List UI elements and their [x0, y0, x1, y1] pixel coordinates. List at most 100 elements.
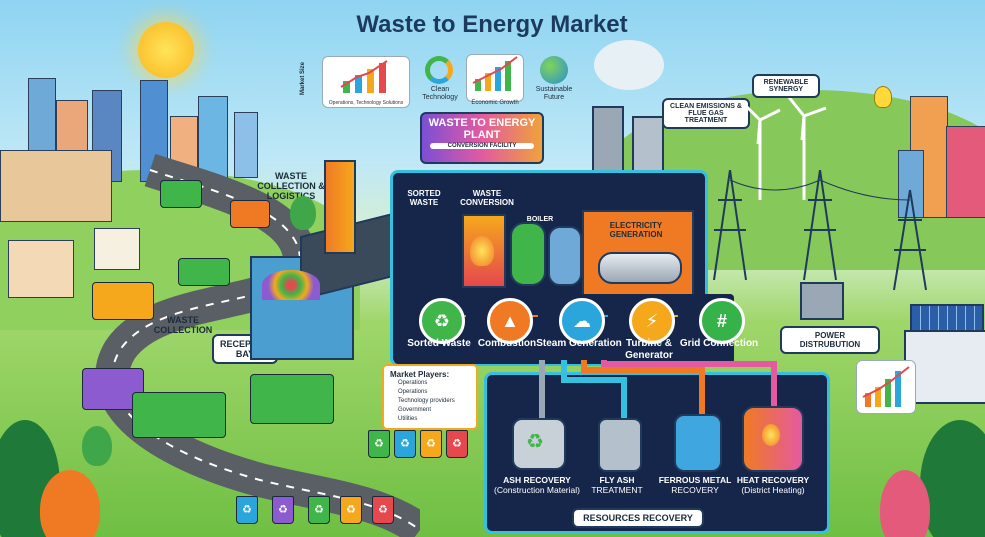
smoke-cloud — [594, 40, 664, 90]
house — [8, 240, 74, 298]
recycling-bin: ♻ — [272, 496, 294, 524]
recovery-item-subtitle: TREATMENT — [591, 484, 643, 495]
clean-technology-icon — [425, 56, 453, 84]
steam-tank — [548, 226, 582, 286]
plant-foliage — [40, 470, 100, 537]
recovery-item-subtitle: RECOVERY — [671, 484, 719, 495]
garbage-truck — [250, 374, 334, 424]
plant-foliage — [880, 470, 930, 537]
office-building — [904, 330, 985, 404]
process-step-label: Sorted Waste — [407, 338, 471, 349]
recovery-item-subtitle: (Construction Material) — [494, 484, 580, 495]
plant-foliage — [290, 196, 316, 230]
clean-emissions-label: CLEAN EMISSIONS & FLUE GAS TREATMENT — [662, 98, 750, 129]
market-player-item: Operations — [398, 389, 428, 395]
globe-icon — [540, 56, 568, 84]
market-size-chart-card: Operations, Technology Solutions — [322, 56, 410, 108]
growth-chart-icon — [472, 56, 518, 91]
bolt-icon: ⚡ — [629, 298, 675, 344]
process-step-label: Steam Generation — [536, 338, 622, 349]
grid-icon: # — [699, 298, 745, 344]
sun-icon — [138, 22, 194, 78]
chimney-stack — [324, 160, 356, 254]
market-player-item: Technology providers — [398, 398, 455, 404]
waste-collection-label: WASTE COLLECTION — [153, 315, 213, 335]
flame-icon — [470, 236, 494, 266]
boiler-label: BOILER — [526, 216, 554, 223]
ferrous-metal-tank — [674, 414, 722, 472]
cloud-icon: ☁ — [559, 298, 605, 344]
process-step-label: Combustion — [477, 338, 537, 349]
economic-growth-label: Economic Growth — [471, 100, 519, 106]
city-building — [234, 112, 258, 178]
process-step-label: Turbine & Generator — [625, 338, 673, 361]
garbage-truck — [92, 282, 154, 320]
recovery-item-subtitle: (District Heating) — [741, 484, 805, 495]
waste-collection-logistics-label: WASTE COLLECTION & LOGISTICS — [257, 171, 325, 201]
economic-growth-chart-card — [466, 54, 524, 102]
market-size-subtitle: Operations, Technology Solutions — [328, 100, 404, 106]
recycle-icon: ♻ — [526, 431, 544, 453]
plant-banner: WASTE TO ENERGY PLANT CONVERSION FACILIT… — [420, 112, 544, 164]
recovery-item-title: HEAT RECOVERY — [736, 475, 810, 485]
boiler-tank — [510, 222, 546, 286]
market-players-title: Market Players: — [390, 370, 450, 379]
power-distribution-label: POWER DISTRUBUTION — [780, 326, 880, 354]
road — [95, 153, 420, 537]
clean-technology-label: Clean Technology — [422, 86, 458, 101]
recovery-item-title: ASH RECOVERY — [503, 475, 571, 485]
renewable-synergy-label: RENEWABLE SYNERGY — [752, 74, 820, 98]
resources-recovery-title: RESOURCES RECOVERY — [572, 508, 704, 528]
city-building — [198, 96, 228, 178]
plant-banner-subtitle: CONVERSION FACILITY — [430, 143, 534, 150]
garbage-truck — [160, 180, 202, 208]
transformer-station — [800, 282, 844, 320]
market-player-item: Government — [398, 407, 432, 413]
bar-chart-icon — [340, 60, 388, 93]
flame-icon: ▲ — [487, 298, 533, 344]
market-size-label: Market Size — [300, 62, 306, 96]
page-title: Waste to Energy Market — [356, 11, 628, 38]
recycling-bin: ♻ — [368, 430, 390, 458]
waste-pile — [262, 270, 320, 300]
recycling-bin: ♻ — [236, 496, 258, 524]
fly-ash-tank — [598, 418, 642, 472]
turbine-generator — [598, 252, 682, 284]
apartment-building — [0, 150, 112, 222]
waste-conversion-label: WASTE CONVERSION — [460, 189, 514, 207]
growth-chart-icon — [862, 366, 910, 407]
garbage-truck — [178, 258, 230, 286]
garbage-truck — [230, 200, 270, 228]
garbage-truck — [132, 392, 226, 438]
lightbulb-icon — [874, 86, 892, 108]
city-building-right — [898, 150, 924, 218]
electricity-generation-label: ELECTRICITY GENERATION — [609, 221, 663, 239]
market-player-item: Utilities — [398, 416, 418, 422]
recovery-pipes — [539, 360, 777, 420]
flame-icon — [762, 424, 780, 446]
sustainable-future-label: Sustainable Future — [535, 86, 573, 101]
recycling-bin: ♻ — [394, 430, 416, 458]
recovery-item: HEAT RECOVERY(District Heating) — [718, 475, 828, 496]
city-building-right — [946, 126, 985, 218]
plant-banner-title: WASTE TO ENERGY PLANT — [428, 117, 536, 141]
plant-foliage — [920, 420, 985, 537]
recovery-item-title: FERROUS METAL — [658, 475, 732, 485]
garbage-truck — [82, 368, 144, 410]
house — [94, 228, 140, 270]
ash-recovery-tank — [512, 418, 566, 470]
recycling-bin: ♻ — [446, 430, 468, 458]
recycling-bin: ♻ — [372, 496, 394, 524]
market-player-item: Operations — [398, 380, 428, 386]
sorted-waste-label: SORTED WASTE — [407, 189, 441, 207]
growth-presentation-board — [856, 360, 916, 414]
recycle-icon: ♻ — [419, 298, 465, 344]
power-pylons — [713, 170, 927, 290]
plant-foliage — [82, 426, 112, 466]
recovery-item: ASH RECOVERY(Construction Material) — [482, 475, 592, 496]
